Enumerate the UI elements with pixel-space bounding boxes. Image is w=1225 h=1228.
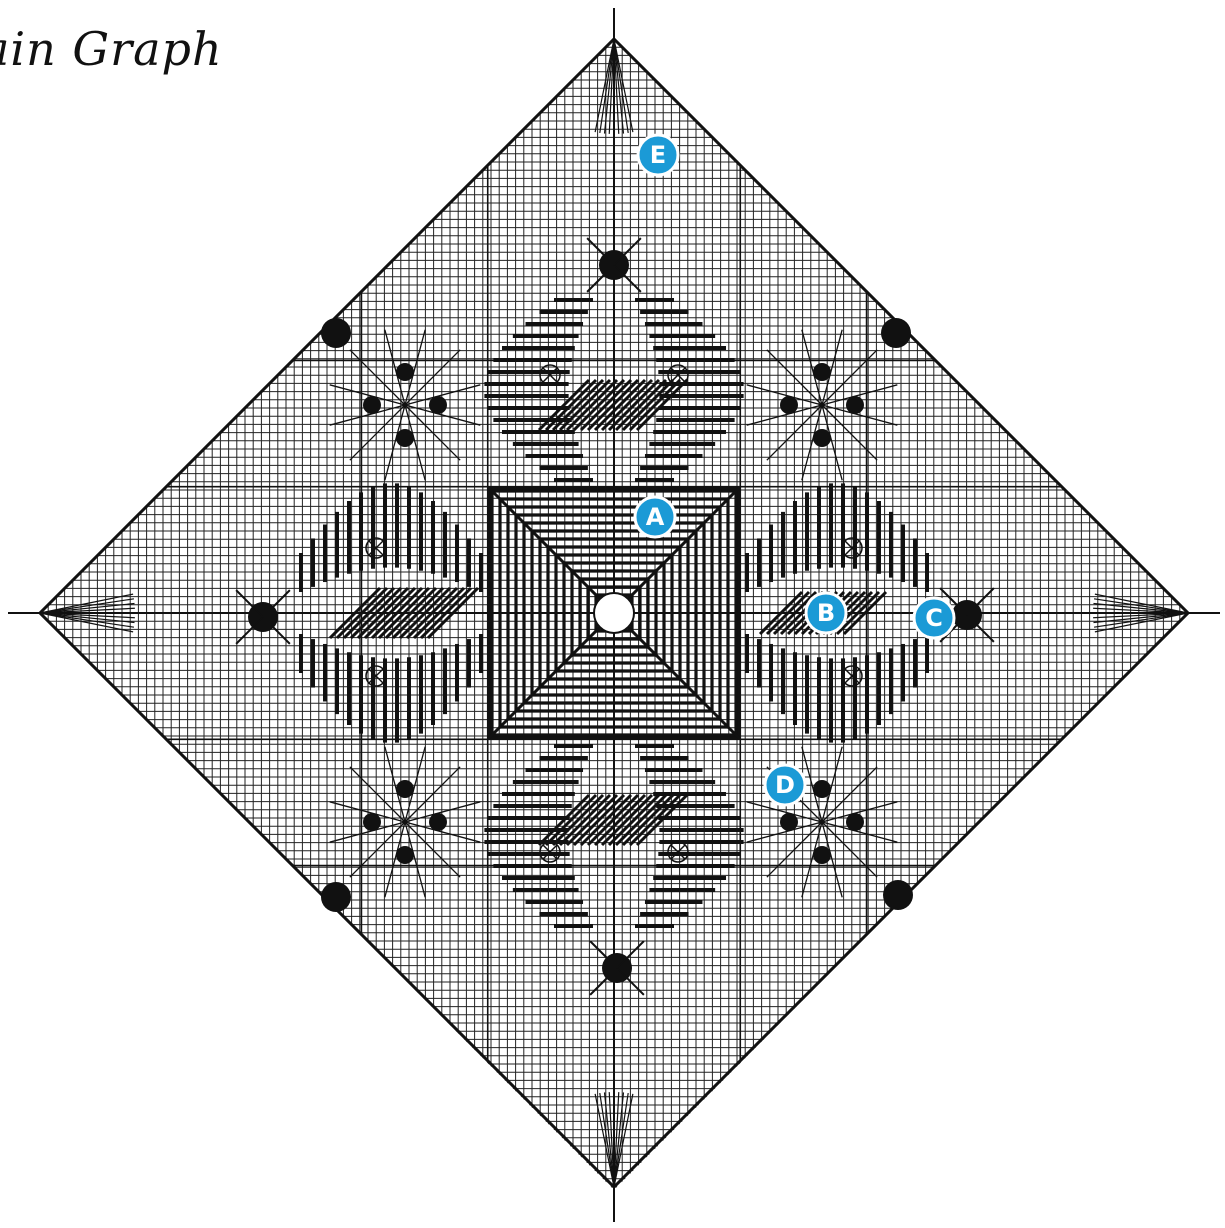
dot <box>396 363 414 381</box>
marker-e-label: E <box>650 141 666 169</box>
stitch-line <box>350 822 405 877</box>
anchor-dot <box>321 882 351 912</box>
anchor-dot <box>881 318 911 348</box>
anchor-dot <box>321 318 351 348</box>
anchor-dot <box>883 880 913 910</box>
stitch-line <box>405 767 460 822</box>
marker-c: C <box>914 598 954 638</box>
stitch-line <box>405 350 460 405</box>
dot <box>363 396 381 414</box>
dot <box>846 396 864 414</box>
stitch-line <box>822 822 877 877</box>
dot <box>813 846 831 864</box>
stitch-line <box>350 767 405 822</box>
marker-a-label: A <box>646 503 665 531</box>
dot <box>813 780 831 798</box>
dot <box>780 813 798 831</box>
marker-e: E <box>638 135 678 175</box>
dot <box>396 780 414 798</box>
dot <box>846 813 864 831</box>
marker-a: A <box>635 497 675 537</box>
dot <box>780 396 798 414</box>
star-stitch <box>747 330 898 481</box>
dot <box>429 813 447 831</box>
stitch-line <box>350 350 405 405</box>
stitch-line <box>405 822 460 877</box>
marker-b: B <box>806 593 846 633</box>
dot <box>363 813 381 831</box>
stitch-line <box>822 767 877 822</box>
dot <box>396 429 414 447</box>
stitch-line <box>822 350 877 405</box>
marker-c-label: C <box>925 604 943 632</box>
dot <box>429 396 447 414</box>
dot <box>396 846 414 864</box>
marker-b-label: B <box>817 599 835 627</box>
marker-d-label: D <box>775 771 795 799</box>
center-ring <box>594 593 634 633</box>
marker-d: D <box>765 765 805 805</box>
dot <box>813 429 831 447</box>
dot <box>813 363 831 381</box>
